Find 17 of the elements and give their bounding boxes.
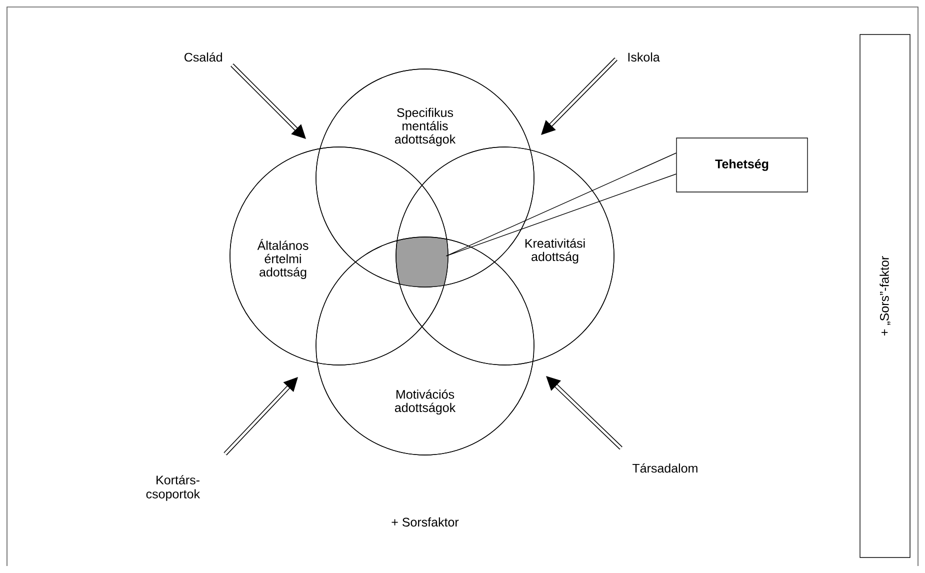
factor-label: Család: [184, 52, 222, 62]
leader-wedge: [446, 152, 676, 256]
node-label: Motivációs adottságok: [394, 389, 456, 415]
node-label: Kreativitási adottság: [525, 238, 585, 264]
shaded-region: [396, 237, 448, 287]
side-box: + „Sors”-faktor: [860, 34, 910, 558]
node-label: Specifikus mentális adottságok: [394, 108, 456, 146]
double-arrow: [546, 376, 622, 450]
note-label: + Sorsfaktor: [392, 517, 459, 527]
factor-label: Iskola: [628, 52, 660, 62]
callout-box: Tehetség: [676, 138, 808, 192]
factor-label: Társadalom: [632, 463, 698, 473]
double-arrow: [230, 64, 306, 139]
double-arrow: [541, 58, 618, 135]
factor-label: Kortárs- csoportok: [146, 475, 200, 501]
node-label: Általános értelmi adottság: [257, 238, 308, 280]
double-arrow: [224, 377, 298, 456]
